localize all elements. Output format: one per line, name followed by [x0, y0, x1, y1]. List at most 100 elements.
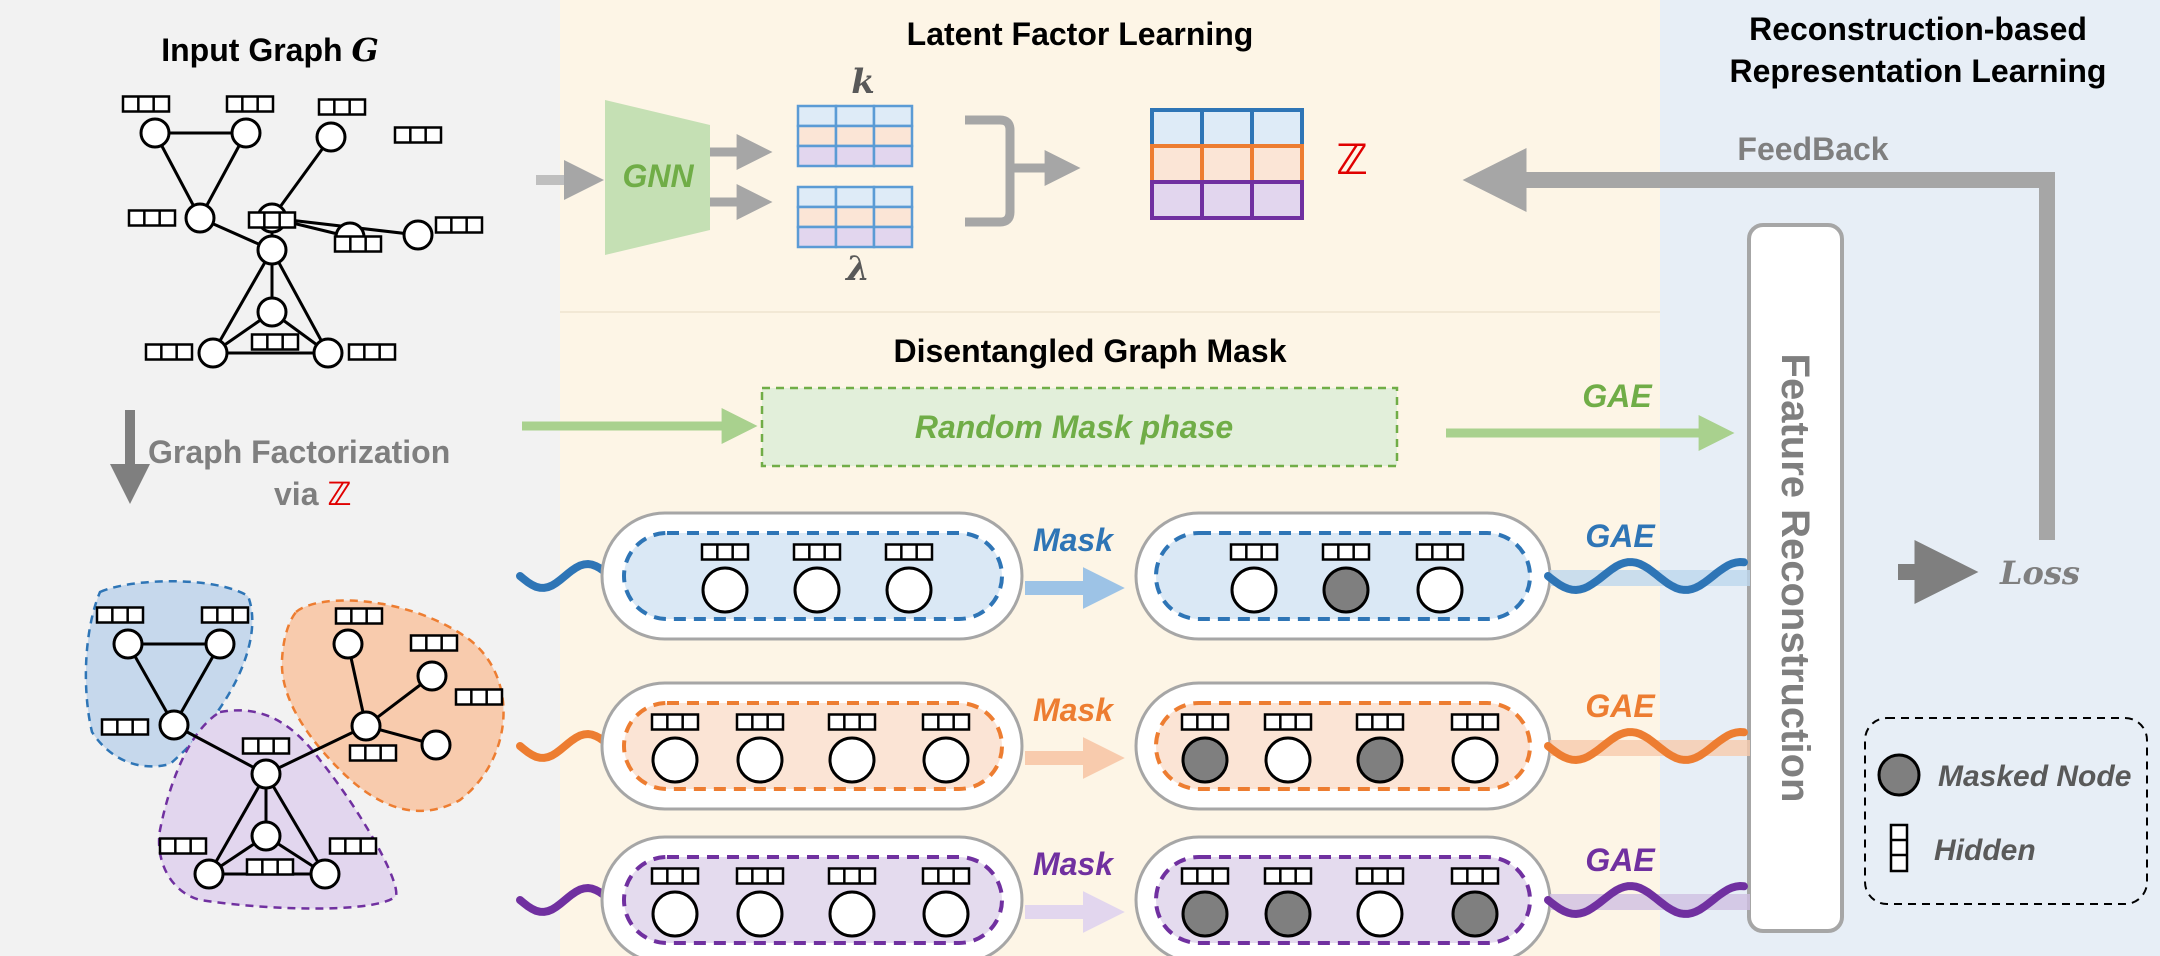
- matrix-cell: [796, 185, 838, 209]
- graph-node: [139, 117, 171, 149]
- graph-edge: [172, 643, 222, 726]
- graph-node: [250, 820, 282, 852]
- loss-label: Loss: [1999, 554, 2080, 592]
- matrix-cell: [834, 205, 876, 229]
- mask-row-purple: Mask GAE: [516, 835, 1750, 956]
- mask-label: Mask: [1033, 522, 1115, 558]
- matrix-cell: [872, 144, 914, 168]
- matrix-cell: [1150, 180, 1204, 220]
- graph-edge: [270, 136, 333, 219]
- factorized-graph: [84, 580, 505, 910]
- matrix-cell: [1150, 144, 1204, 184]
- graph-node: [416, 660, 448, 692]
- feature-vector-icon: [792, 543, 842, 561]
- gnn-encoder: [605, 100, 710, 255]
- subgraph-inner: [622, 855, 1004, 945]
- graph-node: [736, 736, 784, 784]
- latent-title: Latent Factor Learning: [907, 16, 1254, 52]
- random-mask-label: Random Mask phase: [915, 409, 1233, 445]
- recon-title-line1: Reconstruction-based: [1749, 11, 2087, 47]
- feature-vector-icon: [241, 737, 291, 755]
- masked-node: [1181, 736, 1229, 784]
- feature-vector-icon: [827, 713, 877, 731]
- feature-vector-icon: [1229, 543, 1279, 561]
- feature-vector-icon: [127, 209, 177, 227]
- output-wave: [1544, 727, 1748, 765]
- graph-node: [112, 628, 144, 660]
- masked-subgraph-inner: [1154, 855, 1532, 945]
- graph-node: [1451, 736, 1499, 784]
- feature-vector-icon: [1355, 867, 1405, 885]
- graph-node: [309, 858, 341, 890]
- factorization-label: Graph Factorization: [148, 434, 450, 470]
- graph-node: [158, 709, 190, 741]
- feature-vector-icon: [121, 95, 171, 113]
- feature-vector-icon: [200, 606, 250, 624]
- matrix-cell: [1150, 108, 1204, 148]
- feature-vector-icon: [735, 713, 785, 731]
- feature-vector-icon: [245, 858, 295, 876]
- random-mask-box: [760, 386, 1399, 468]
- matrix-cell: [872, 104, 914, 128]
- feature-vector-icon: [1415, 543, 1465, 561]
- legend-box: [1864, 717, 2148, 905]
- feature-vector-icon: [1180, 867, 1230, 885]
- input-graph-title: Input Graph G: [161, 31, 379, 69]
- graph-node: [1264, 736, 1312, 784]
- mask-label: Mask: [1033, 846, 1115, 882]
- z-symbol: ℤ: [1336, 136, 1368, 183]
- graph-node: [230, 117, 262, 149]
- matrix-cell: [796, 205, 838, 229]
- graph-edge: [265, 724, 367, 776]
- masked-node: [1356, 736, 1404, 784]
- matrix-cell: [796, 124, 838, 148]
- graph-edge: [153, 132, 202, 219]
- matrix-cell: [1200, 108, 1254, 148]
- graph-node: [312, 337, 344, 369]
- matrix-cell: [796, 225, 838, 249]
- output-wave: [1544, 881, 1748, 919]
- matrix-cell: [796, 144, 838, 168]
- feature-vector-icon: [250, 333, 300, 351]
- subgraph-inner: [622, 701, 1004, 791]
- feature-vector-icon: [827, 867, 877, 885]
- graph-node: [1230, 566, 1278, 614]
- feature-reconstruction-label: Feature Reconstruction: [1773, 354, 1817, 803]
- graph-node: [350, 710, 382, 742]
- feature-vector-icon: [144, 343, 194, 361]
- gae-label: GAE: [1585, 842, 1656, 878]
- graph-node: [922, 736, 970, 784]
- mask-label: Mask: [1033, 692, 1115, 728]
- graph-node: [184, 202, 216, 234]
- feature-vector-icon: [921, 713, 971, 731]
- mask-section-title: Disentangled Graph Mask: [894, 333, 1287, 369]
- gae-label: GAE: [1585, 688, 1656, 724]
- feature-vector-icon: [1450, 713, 1500, 731]
- legend-masked-node-label: Masked Node: [1938, 760, 2131, 793]
- masked-node: [1181, 890, 1229, 938]
- feature-vector-icon: [454, 688, 504, 706]
- legend-masked-node-icon: [1877, 753, 1921, 797]
- graph-node: [736, 890, 784, 938]
- feature-vector-icon: [1355, 713, 1405, 731]
- graph-node: [651, 890, 699, 938]
- graph-node: [332, 628, 364, 660]
- matrix-cell: [1200, 180, 1254, 220]
- gnn-label: GNN: [622, 158, 694, 194]
- graph-edge: [198, 132, 248, 219]
- graph-node: [828, 890, 876, 938]
- matrix-cell: [834, 124, 876, 148]
- factor-matrix-k: [796, 104, 914, 168]
- latent-matrix-z: [1150, 108, 1304, 220]
- matrix-cell: [872, 185, 914, 209]
- graph-node: [204, 628, 236, 660]
- merge-bracket: [965, 115, 1015, 227]
- legend-hidden-label: Hidden: [1934, 834, 2036, 867]
- recon-title-line2: Representation Learning: [1730, 53, 2107, 89]
- matrix-cell: [1200, 144, 1254, 184]
- feature-vector-icon: [333, 235, 383, 253]
- matrix-cell: [1250, 144, 1304, 184]
